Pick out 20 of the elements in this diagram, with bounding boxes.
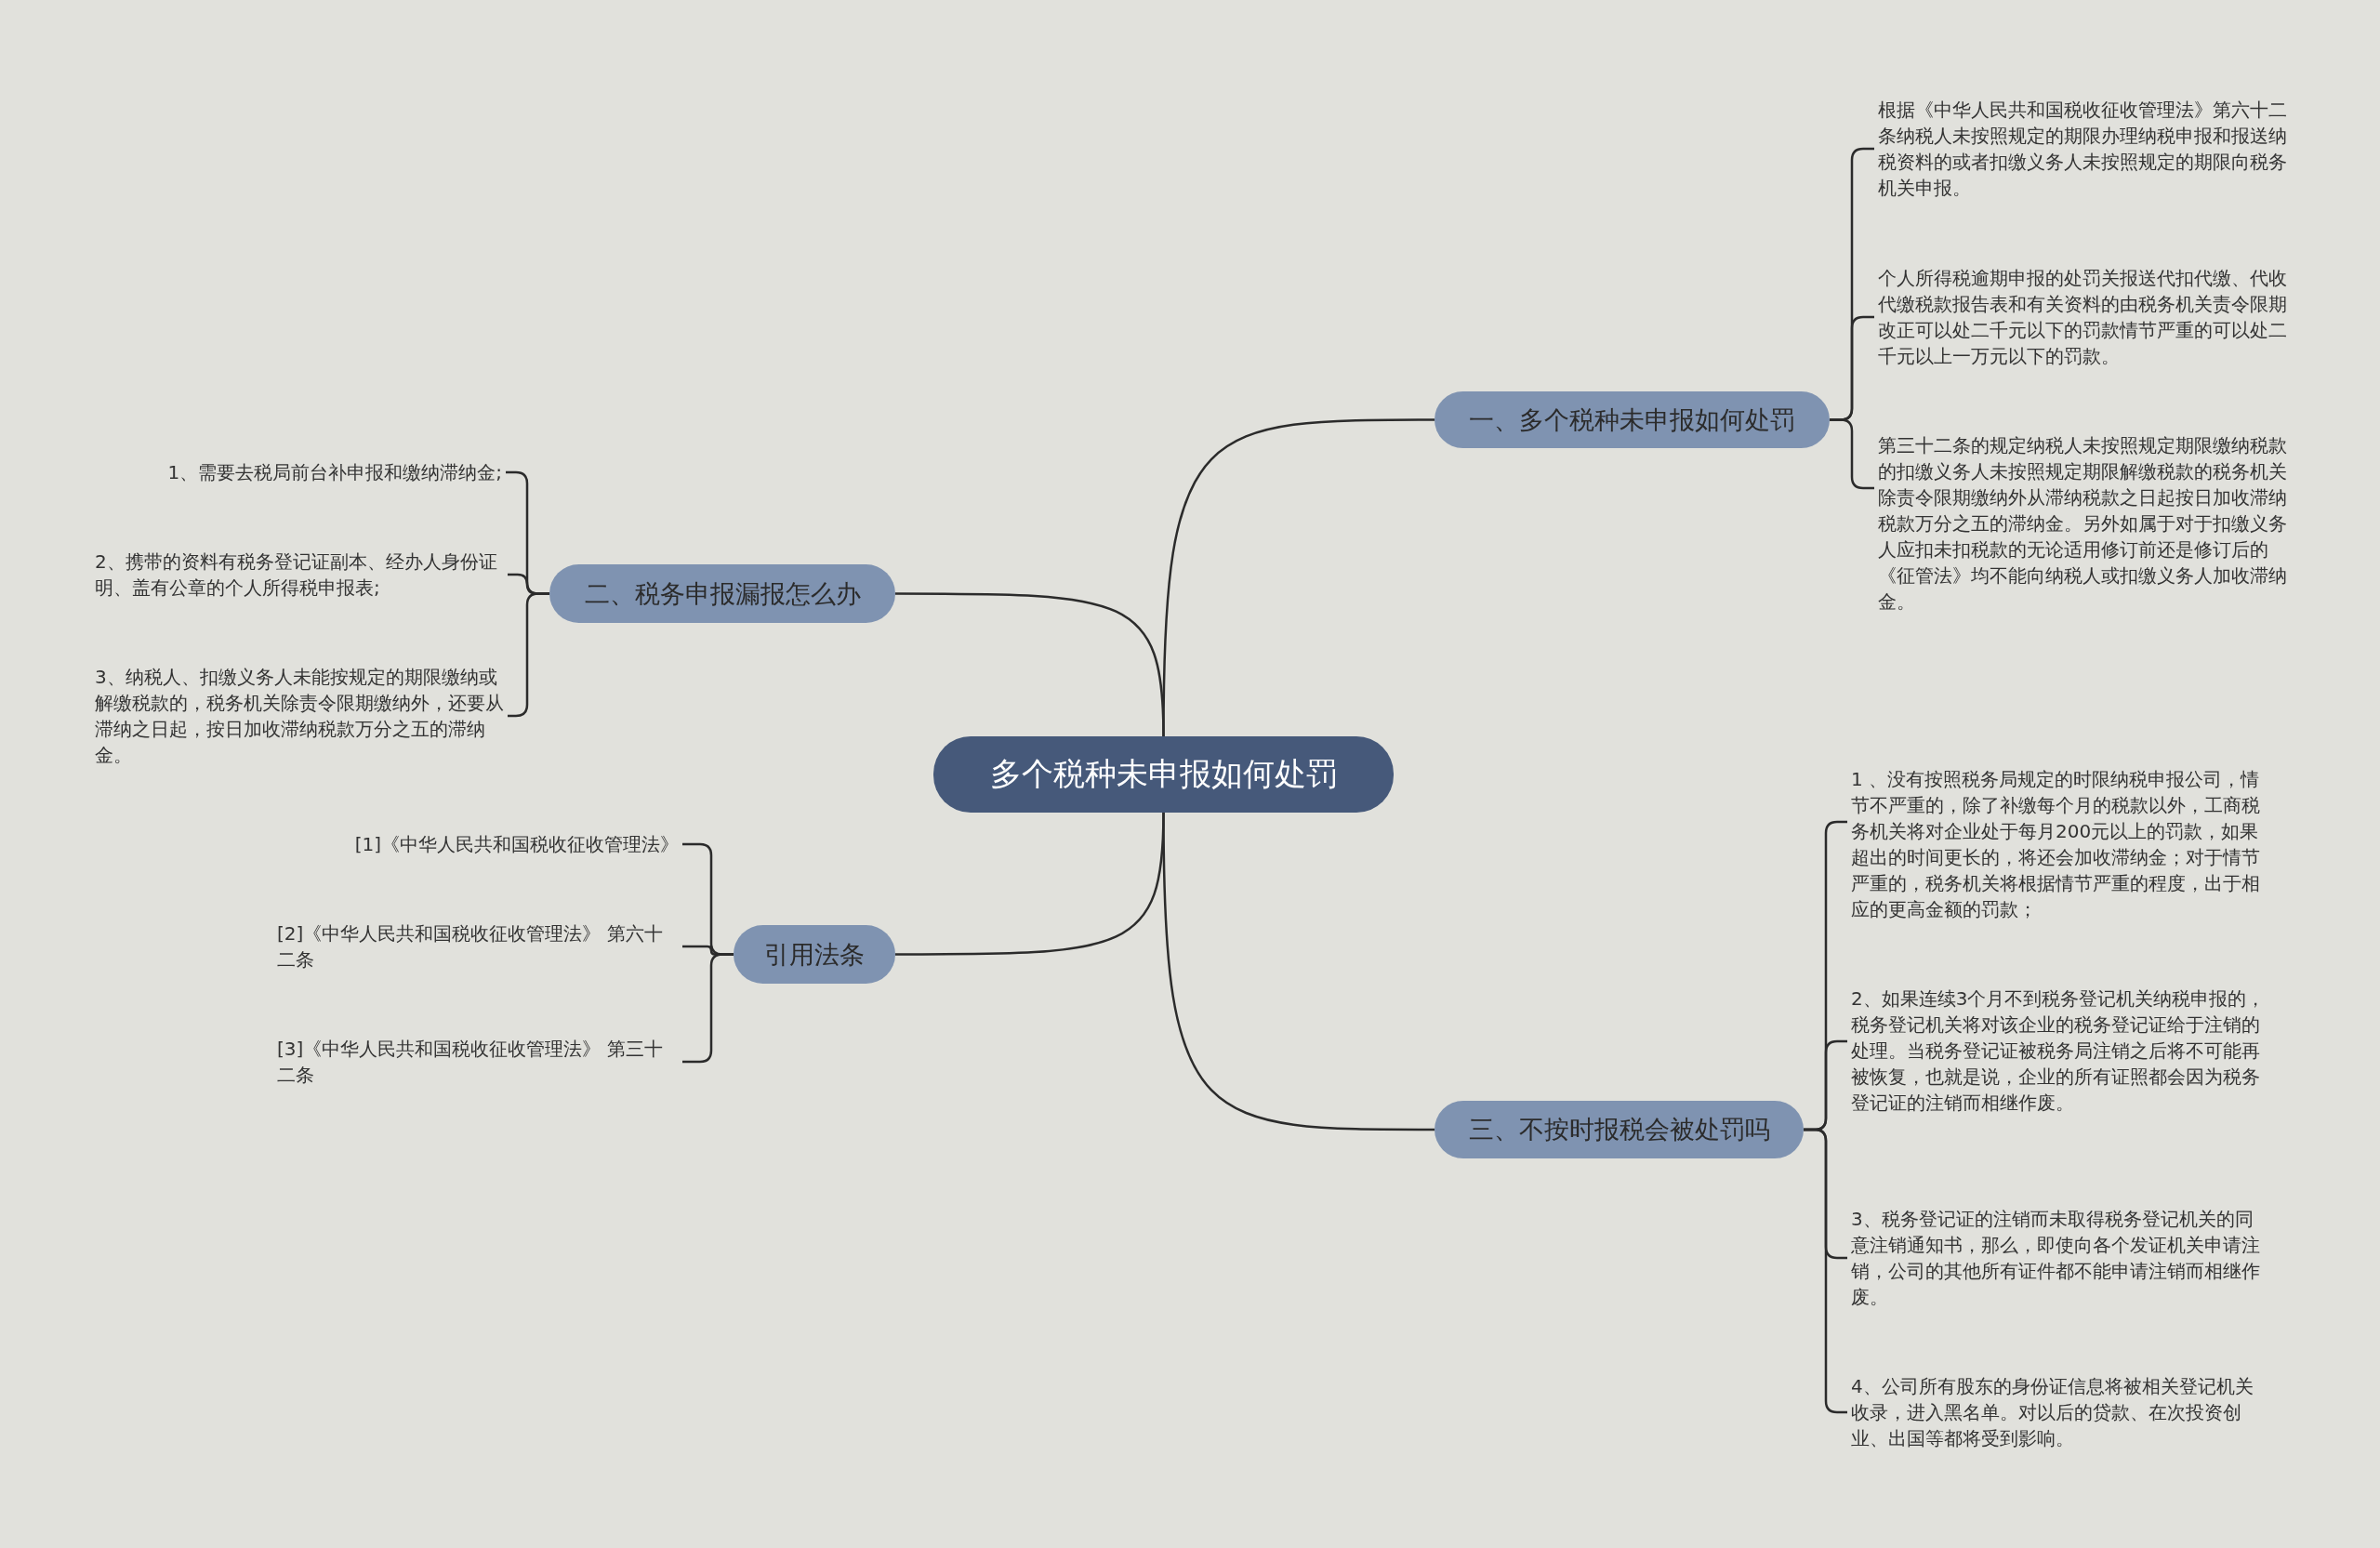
connector-line <box>1162 813 1435 1131</box>
note-text: 2、携带的资料有税务登记证副本、经办人身份证明、盖有公章的个人所得税申报表; <box>95 549 504 601</box>
central-topic-box: 多个税种未申报如何处罚 <box>933 736 1394 813</box>
note-text: [3]《中华人民共和国税收征收管理法》 第三十二条 <box>277 1036 679 1088</box>
note-text: 根据《中华人民共和国税收征收管理法》第六十二条纳税人未按照规定的期限办理纳税申报和报送纳税资料的或者扣缴义务人未按照规定的期限向税务机关申报。 <box>1878 97 2296 201</box>
note-text: 4、公司所有股东的身份证信息将被相关登记机关收录，进入黑名单。对以后的贷款、在次投资创业、出国等都将受到影响。 <box>1851 1373 2269 1451</box>
topic-box: 二、税务申报漏报怎么办 <box>549 564 895 623</box>
note-text: 3、纳税人、扣缴义务人未能按规定的期限缴纳或解缴税款的，税务机关除责令限期缴纳外，还要从滞纳之日起，按日加收滞纳税款万分之五的滞纳金。 <box>95 664 504 768</box>
connector-line <box>895 592 1165 737</box>
topic-box: 一、多个税种未申报如何处罚 <box>1435 391 1830 448</box>
topic-box: 三、不按时报税会被处罚吗 <box>1435 1101 1804 1158</box>
note-text: [2]《中华人民共和国税收征收管理法》 第六十二条 <box>277 920 679 972</box>
note-text: [1]《中华人民共和国税收征收管理法》 <box>270 831 679 857</box>
note-text: 第三十二条的规定纳税人未按照规定期限缴纳税款的扣缴义务人未按照规定期限解缴税款的税务机关除责令限期缴纳外从滞纳税款之日起按日加收滞纳税款万分之五的滞纳金。另外如属于对于扣缴义务人应扣未扣税款的无论适用修订前还是修订后的《征管法》均不能向纳税人或扣缴义务人加收滞纳金。 <box>1878 432 2296 615</box>
note-text: 2、如果连续3个月不到税务登记机关纳税申报的，税务登记机关将对该企业的税务登记证给于注销的处理。当税务登记证被税务局注销之后将不可能再被恢复，也就是说，企业的所有证照都会因为税务登记证的注销而相继作废。 <box>1851 986 2269 1116</box>
topic-box: 引用法条 <box>734 925 895 984</box>
note-text: 3、税务登记证的注销而未取得税务登记机关的同意注销通知书，那么，即使向各个发证机关申请注销，公司的其他所有证件都不能申请注销而相继作废。 <box>1851 1206 2269 1310</box>
note-text: 1 、没有按照税务局规定的时限纳税申报公司，情节不严重的，除了补缴每个月的税款以外，工商税务机关将对企业处于每月200元以上的罚款，如果超出的时间更长的，将还会加收滞纳金；对于情节严重的，税务机关将根据情节严重的程度，出于相应的更高金额的罚款； <box>1851 766 2269 922</box>
note-text: 1、需要去税局前台补申报和缴纳滞纳金; <box>88 459 502 485</box>
note-text: 个人所得税逾期申报的处罚关报送代扣代缴、代收代缴税款报告表和有关资料的由税务机关责令限期改正可以处二千元以下的罚款情节严重的可以处二千元以上一万元以下的罚款。 <box>1878 265 2296 369</box>
